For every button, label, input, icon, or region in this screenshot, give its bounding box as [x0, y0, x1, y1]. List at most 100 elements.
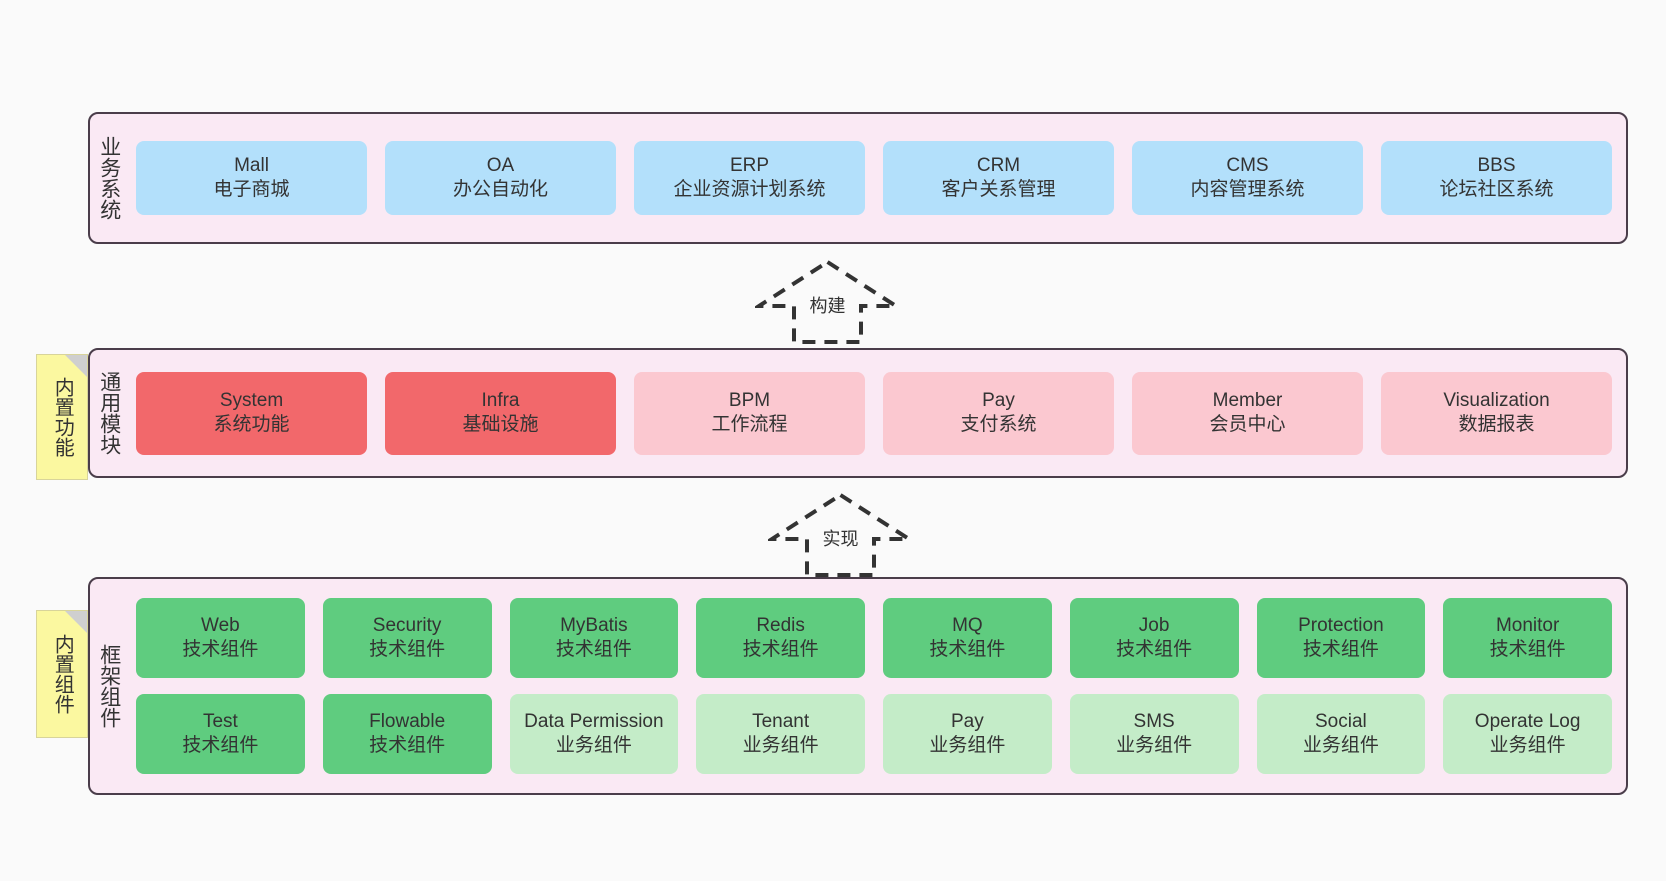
node-crm[interactable]: CRM 客户关系管理 [883, 141, 1114, 215]
node-title: MQ [952, 614, 983, 636]
node-sms[interactable]: SMS 业务组件 [1069, 694, 1239, 774]
arrow-implement-label: 实现 [822, 529, 859, 549]
node-title: Pay [982, 389, 1015, 411]
node-title: Monitor [1495, 614, 1560, 636]
node-subtitle: 企业资源计划系统 [673, 179, 826, 200]
node-subtitle: 数据报表 [1458, 414, 1535, 435]
node-subtitle: 业务组件 [1302, 735, 1379, 756]
node-title: Infra [481, 389, 520, 411]
node-mall[interactable]: Mall 电子商城 [136, 141, 367, 215]
node-subtitle: 业务组件 [555, 735, 632, 756]
node-subtitle: 内容管理系统 [1190, 179, 1305, 200]
node-pay[interactable]: Pay 支付系统 [883, 371, 1114, 455]
node-title: Flowable [369, 710, 446, 732]
node-member[interactable]: Member 会员中心 [1132, 371, 1363, 455]
node-title: Job [1138, 614, 1170, 636]
layer-body-framework: Web 技术组件 Security 技术组件 MyBatis 技术组件 Redi… [128, 579, 1626, 793]
layer-title-business: 业务系统 [97, 136, 121, 220]
node-test[interactable]: Test 技术组件 [136, 694, 305, 774]
node-subtitle: 技术组件 [182, 735, 259, 756]
node-subtitle: 支付系统 [960, 414, 1037, 435]
node-bbs[interactable]: BBS 论坛社区系统 [1381, 141, 1612, 215]
node-title: BPM [728, 389, 771, 411]
node-subtitle: 技术组件 [182, 639, 259, 660]
node-subtitle: 客户关系管理 [941, 179, 1056, 200]
node-visualization[interactable]: Visualization 数据报表 [1381, 371, 1612, 455]
node-oa[interactable]: OA 办公自动化 [385, 141, 616, 215]
node-erp[interactable]: ERP 企业资源计划系统 [634, 141, 865, 215]
node-subtitle: 论坛社区系统 [1439, 179, 1554, 200]
node-title: SMS [1133, 710, 1175, 732]
node-bpm[interactable]: BPM 工作流程 [634, 371, 865, 455]
node-subtitle: 业务组件 [742, 735, 819, 756]
layer-body-modules: System 系统功能 Infra 基础设施 BPM 工作流程 Pay 支付系统… [128, 350, 1626, 476]
layer-row: Mall 电子商城 OA 办公自动化 ERP 企业资源计划系统 CRM 客户关系… [136, 141, 1612, 215]
node-flowable[interactable]: Flowable 技术组件 [322, 694, 492, 774]
node-system[interactable]: System 系统功能 [136, 371, 367, 455]
layer-row: System 系统功能 Infra 基础设施 BPM 工作流程 Pay 支付系统… [136, 371, 1612, 455]
node-title: Test [202, 710, 238, 732]
layer-framework-components: 框架组件 Web 技术组件 Security 技术组件 MyBatis 技术组件… [88, 577, 1628, 795]
node-subtitle: 技术组件 [369, 639, 446, 660]
node-subtitle: 业务组件 [1489, 735, 1566, 756]
node-subtitle: 技术组件 [1302, 639, 1379, 660]
node-title: Data Permission [524, 710, 664, 732]
node-web[interactable]: Web 技术组件 [136, 598, 305, 678]
sticky-note-label: 内置组件 [51, 634, 74, 714]
node-title: Security [372, 614, 442, 636]
node-tenant[interactable]: Tenant 业务组件 [696, 694, 865, 774]
node-mq[interactable]: MQ 技术组件 [883, 598, 1052, 678]
node-subtitle: 技术组件 [1489, 639, 1566, 660]
node-subtitle: 业务组件 [1116, 735, 1193, 756]
node-title: Mall [234, 154, 269, 176]
layer-business-system: 业务系统 Mall 电子商城 OA 办公自动化 ERP 企业资源计划系统 CRM… [88, 112, 1628, 244]
node-title: CMS [1226, 154, 1269, 176]
node-social[interactable]: Social 业务组件 [1256, 694, 1426, 774]
node-pay-component[interactable]: Pay 业务组件 [883, 694, 1052, 774]
node-title: Operate Log [1474, 710, 1581, 732]
node-subtitle: 业务组件 [929, 735, 1006, 756]
node-subtitle: 系统功能 [213, 414, 290, 435]
layer-body-business: Mall 电子商城 OA 办公自动化 ERP 企业资源计划系统 CRM 客户关系… [128, 114, 1626, 242]
sticky-note-label: 内置功能 [51, 377, 74, 457]
node-security[interactable]: Security 技术组件 [322, 598, 492, 678]
node-subtitle: 技术组件 [555, 639, 632, 660]
node-title: Tenant [752, 710, 810, 732]
node-job[interactable]: Job 技术组件 [1069, 598, 1239, 678]
node-operate-log[interactable]: Operate Log 业务组件 [1443, 694, 1612, 774]
node-title: BBS [1477, 154, 1516, 176]
node-title: OA [486, 154, 515, 176]
node-title: System [219, 389, 284, 411]
sticky-note-builtin-components: 内置组件 [36, 610, 88, 738]
node-title: Pay [951, 710, 984, 732]
node-cms[interactable]: CMS 内容管理系统 [1132, 141, 1363, 215]
node-title: Visualization [1443, 389, 1550, 411]
node-title: CRM [976, 154, 1021, 176]
arrow-build: 构建 [755, 258, 900, 344]
node-subtitle: 会员中心 [1209, 414, 1286, 435]
arrow-implement: 实现 [768, 491, 913, 577]
node-subtitle: 工作流程 [711, 414, 788, 435]
node-protection[interactable]: Protection 技术组件 [1256, 598, 1426, 678]
node-data-permission[interactable]: Data Permission 业务组件 [509, 694, 679, 774]
node-title: ERP [729, 154, 770, 176]
layer-row: Web 技术组件 Security 技术组件 MyBatis 技术组件 Redi… [136, 598, 1612, 678]
node-monitor[interactable]: Monitor 技术组件 [1443, 598, 1612, 678]
note-fold-corner-icon [65, 611, 87, 633]
node-title: Social [1315, 710, 1367, 732]
node-subtitle: 技术组件 [369, 735, 446, 756]
node-title: Redis [756, 614, 805, 636]
node-title: Member [1212, 389, 1283, 411]
node-subtitle: 技术组件 [1116, 639, 1193, 660]
node-subtitle: 电子商城 [213, 179, 290, 200]
arrow-build-label: 构建 [809, 296, 846, 316]
node-redis[interactable]: Redis 技术组件 [696, 598, 865, 678]
node-title: Protection [1298, 614, 1384, 636]
node-title: Web [201, 614, 240, 636]
node-subtitle: 技术组件 [929, 639, 1006, 660]
node-mybatis[interactable]: MyBatis 技术组件 [509, 598, 679, 678]
node-infra[interactable]: Infra 基础设施 [385, 371, 616, 455]
layer-common-modules: 通用模块 System 系统功能 Infra 基础设施 BPM 工作流程 Pay… [88, 348, 1628, 478]
node-title: MyBatis [560, 614, 628, 636]
